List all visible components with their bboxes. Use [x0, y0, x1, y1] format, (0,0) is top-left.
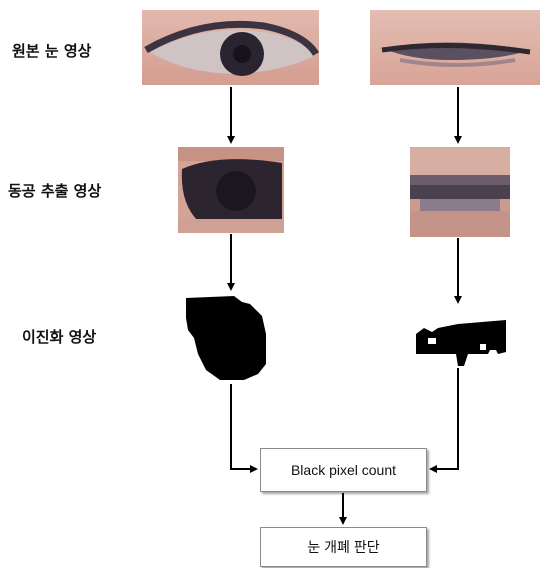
- arrow-closed-binary-to-count: [431, 368, 458, 469]
- arrow-open-binary-to-count: [231, 384, 256, 469]
